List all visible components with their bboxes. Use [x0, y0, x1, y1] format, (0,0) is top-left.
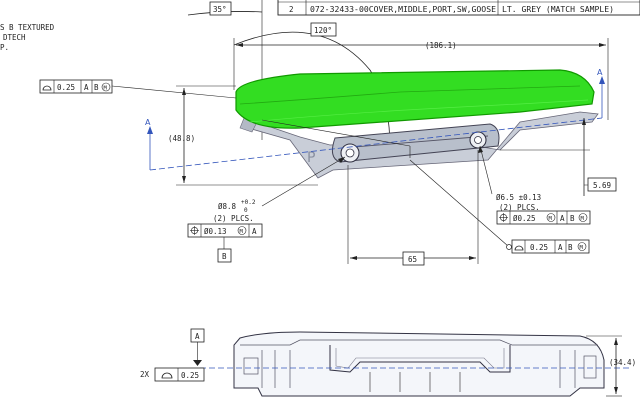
note-line-3: P. — [0, 43, 9, 52]
profile-surface-icon — [42, 85, 52, 91]
right-hole-count: (2) PLCS. — [499, 203, 540, 212]
frame-datum-2: B — [570, 214, 575, 223]
frame-modifier: M — [549, 216, 553, 222]
frame-modifier: M — [104, 86, 108, 92]
frame-tolerance: Ø0.25 — [513, 214, 536, 223]
profile-surface-icon — [514, 245, 524, 251]
frame-datum-1: A — [252, 227, 257, 236]
frame-tolerance: 0.25 — [181, 371, 199, 380]
frame-datum-1: A — [558, 243, 563, 252]
left-hole-count: (2) PLCS. — [213, 214, 254, 223]
part-section-view — [200, 331, 630, 397]
hole-spacing-value: 65 — [408, 255, 417, 264]
offset-right-value: 5.69 — [593, 181, 611, 190]
frame-datum-2: B — [94, 83, 99, 92]
note-line-2: DTECH — [3, 33, 26, 42]
feature-frame-position-left: Ø0.13 M A B — [187, 223, 263, 263]
side-height-dimension: (34.4) — [586, 335, 636, 397]
datum-a-axis: A A — [145, 68, 605, 171]
frame-tolerance: Ø0.13 — [204, 227, 227, 236]
left-hole-callout: Ø8.8 +0.2 0 (2) PLCS. — [213, 156, 346, 223]
frame-tolerance: 0.25 — [57, 83, 75, 92]
side-height-value: (34.4) — [609, 358, 636, 367]
frame-prefix: 2X — [140, 370, 150, 379]
datum-a-arrow-right: A — [597, 68, 603, 77]
left-hole-size: Ø8.8 — [218, 202, 237, 211]
overall-length-dimension: (186.1) — [233, 38, 609, 120]
angle-35-dimension: 35° — [187, 0, 263, 140]
feature-frame-profile-bottom: A 2X 0.25 — [140, 328, 205, 382]
datum-a-section-label: A — [195, 332, 200, 341]
frame-datum-1: A — [560, 214, 565, 223]
frame-modifier: M — [240, 229, 244, 235]
parts-table-item: 2 — [289, 5, 294, 14]
frame-datum-1: A — [84, 83, 89, 92]
offset-right-dimension: 5.69 — [500, 118, 617, 196]
part-embossed-p: P — [307, 150, 315, 166]
feature-frame-position-right: Ø0.25 M A B M — [496, 210, 591, 225]
frame-datum-2: B — [568, 243, 573, 252]
right-hole-callout: Ø6.5 ±0.13 (2) PLCS. — [478, 145, 541, 212]
note-line-1: S B TEXTURED — [0, 23, 55, 32]
datum-a-arrow-left: A — [145, 118, 151, 127]
angle-35-value: 35° — [213, 5, 227, 14]
feature-frame-profile-right: 0.25 A B M — [409, 159, 590, 254]
frame-modifier: M — [580, 245, 584, 251]
hole-spacing-dimension: 65 — [347, 150, 479, 266]
angle-120-value: 120° — [314, 26, 332, 35]
left-hole-tol-lower: 0 — [244, 207, 248, 214]
profile-surface-icon — [161, 372, 173, 379]
frame-tolerance: 0.25 — [530, 243, 548, 252]
highlighted-surface — [235, 69, 595, 129]
feature-frame-profile-top-left: 0.25 A B M — [39, 79, 237, 99]
frame-modifier-2: M — [581, 216, 585, 222]
right-hole-size: Ø6.5 ±0.13 — [496, 193, 541, 202]
datum-b-label: B — [222, 252, 227, 261]
height-left-value: (48.8) — [168, 134, 195, 143]
part-main-view: P — [239, 111, 599, 179]
left-hole-tol-upper: +0.2 — [241, 199, 256, 206]
overall-length-value: (186.1) — [425, 41, 457, 50]
height-left-dimension: (48.8) — [168, 85, 318, 186]
parts-table-finish: LT. GREY (MATCH SAMPLE) — [502, 5, 614, 14]
